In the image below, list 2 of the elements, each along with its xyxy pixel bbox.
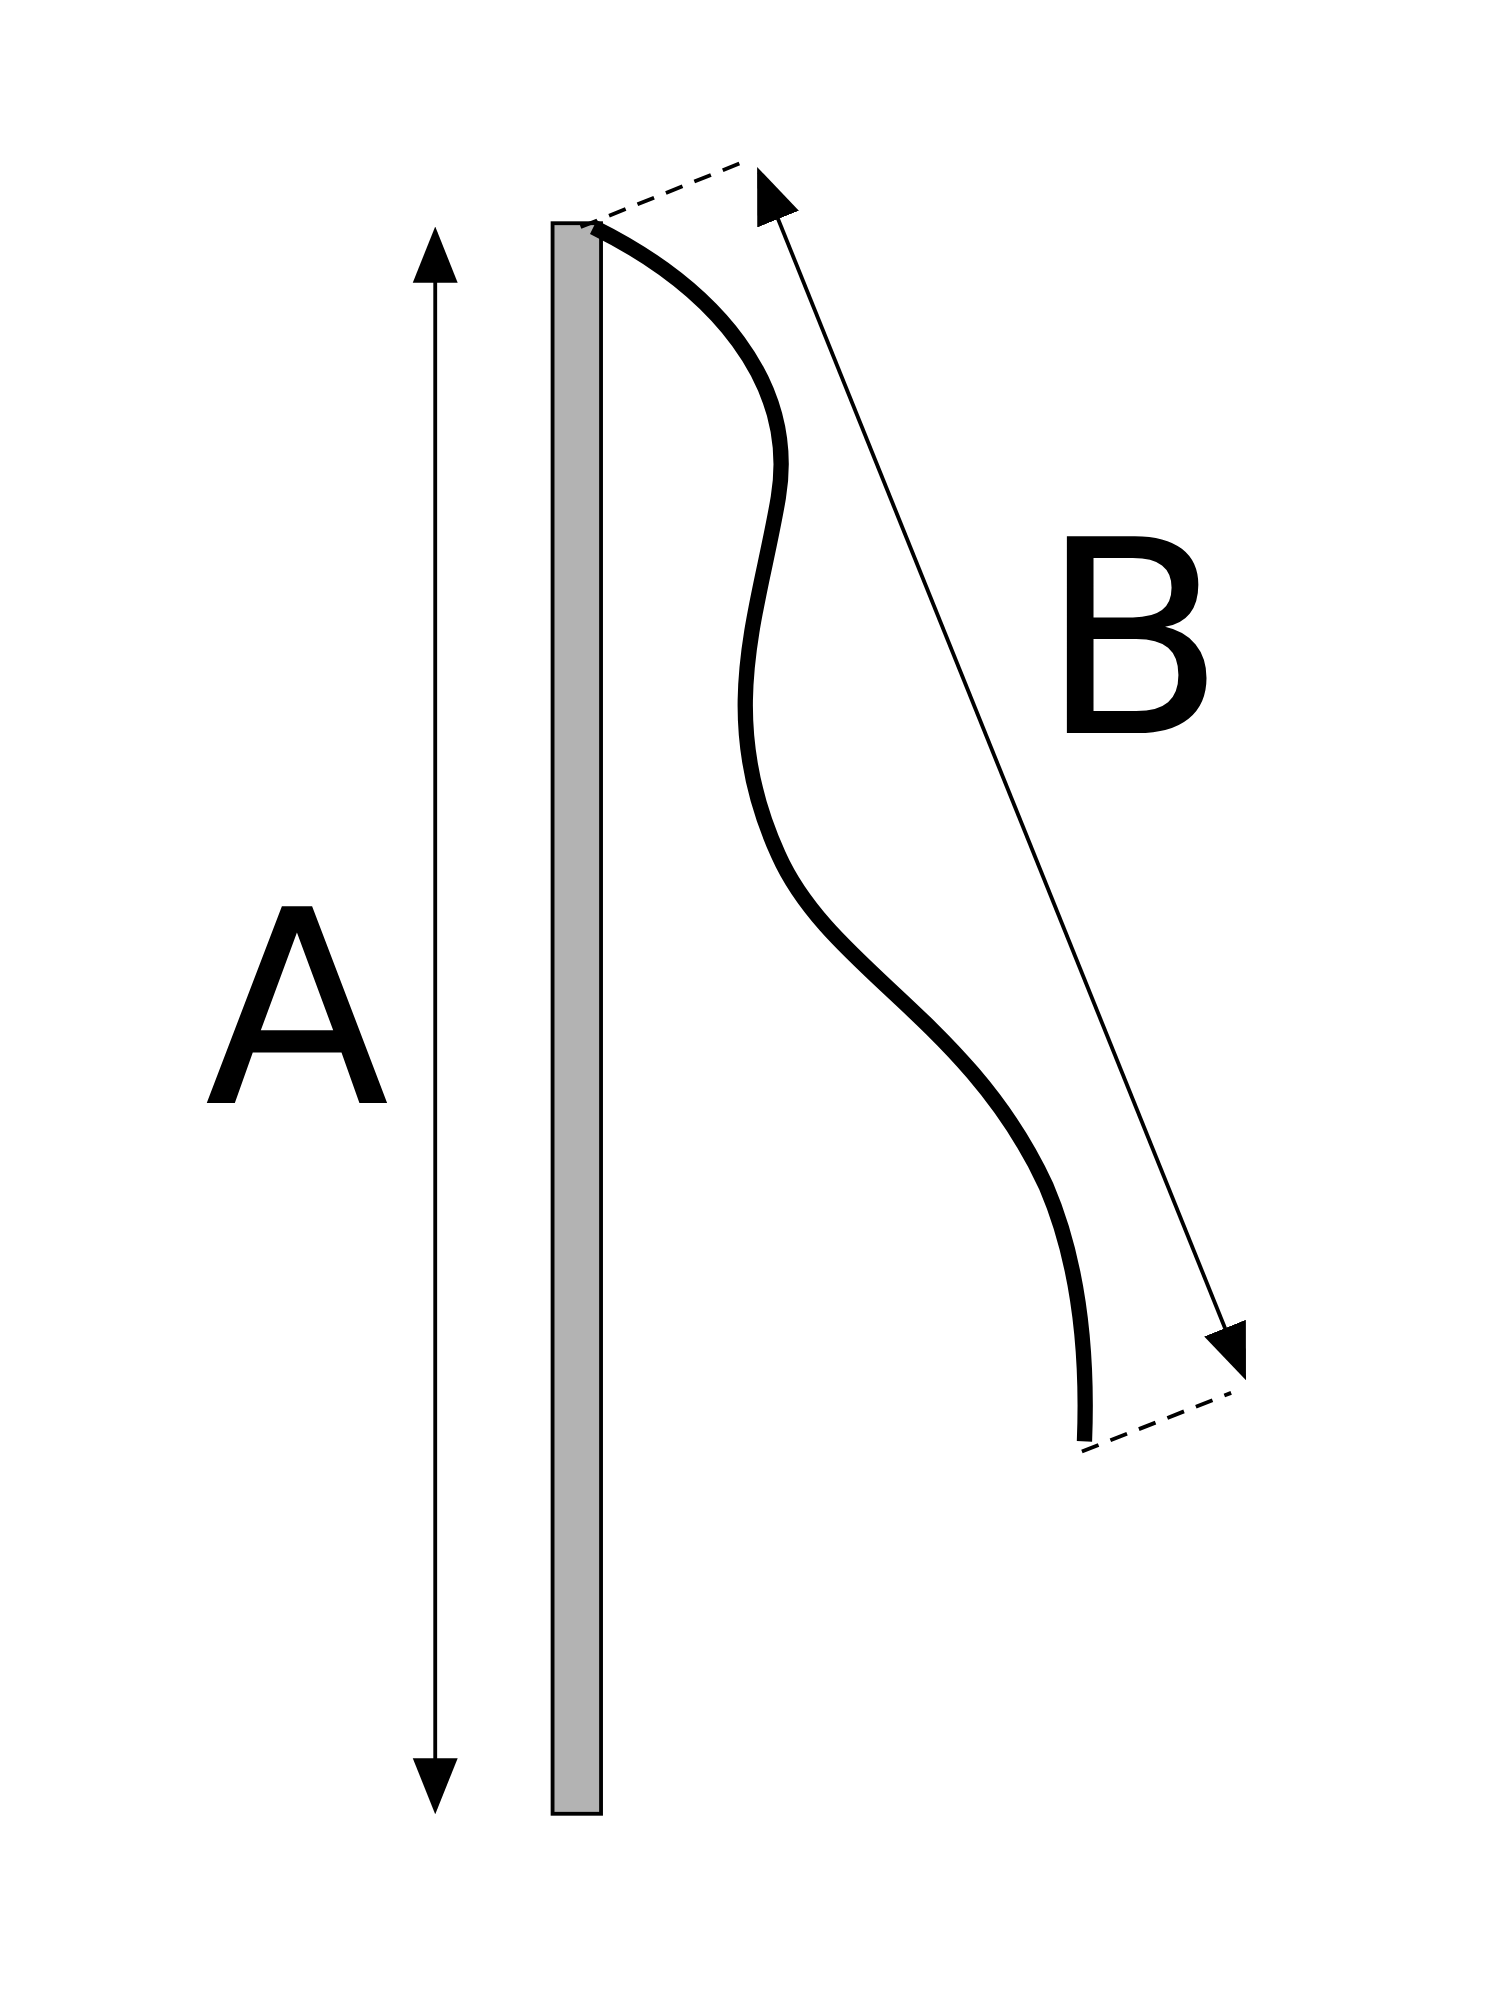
dimension-label: B	[1040, 505, 1226, 775]
dimension-label: A	[204, 875, 390, 1145]
